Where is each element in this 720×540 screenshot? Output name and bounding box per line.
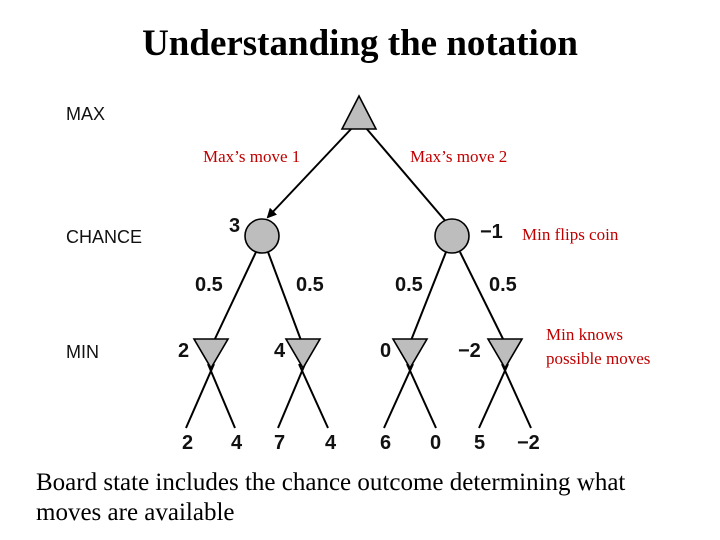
edge-min-leaf xyxy=(207,363,236,429)
min-node xyxy=(284,338,322,370)
leaf-value: −2 xyxy=(517,432,540,454)
annotation-max-move-1: Max’s move 1 xyxy=(203,147,300,166)
min-node xyxy=(192,338,230,370)
leaf-value: 6 xyxy=(380,432,391,454)
annotation-min-flips-coin: Min flips coin xyxy=(522,225,619,244)
leaf-value: 0 xyxy=(430,432,441,454)
edge-min-leaf xyxy=(185,363,215,429)
probability-label: 0.5 xyxy=(195,274,223,296)
slide-caption: Board state includes the chance outcome … xyxy=(36,469,626,526)
min-value: 0 xyxy=(380,340,391,362)
probability-label: 0.5 xyxy=(296,274,324,296)
min-value: 2 xyxy=(178,340,189,362)
chance-node-right xyxy=(434,218,470,254)
edge-min-leaf xyxy=(277,363,306,429)
edge-min-leaf xyxy=(406,363,437,429)
level-label-chance: CHANCE xyxy=(66,227,142,247)
chance-value-left: 3 xyxy=(229,215,240,237)
leaf-value: 7 xyxy=(274,432,285,454)
edge-min-leaf xyxy=(298,363,329,429)
max-node xyxy=(340,94,378,130)
leaf-value: 4 xyxy=(325,432,337,454)
chance-node-left xyxy=(244,218,280,254)
min-value: 4 xyxy=(274,340,286,362)
edge-min-leaf xyxy=(501,363,532,429)
edge-chance-min xyxy=(459,251,506,344)
edge-chance-min xyxy=(267,251,303,344)
level-label-max: MAX xyxy=(66,104,105,124)
leaf-value: 4 xyxy=(231,432,243,454)
annotation-min-knows-line1: Min knows xyxy=(546,325,623,344)
chance-value-right: −1 xyxy=(480,221,503,243)
min-value: −2 xyxy=(458,340,481,362)
min-node xyxy=(486,338,524,370)
edge-chance-min xyxy=(212,251,257,344)
edge-root-chance-left xyxy=(266,127,353,219)
level-label-min: MIN xyxy=(66,342,99,362)
probability-label: 0.5 xyxy=(489,274,517,296)
leaf-value: 5 xyxy=(474,432,485,454)
edge-root-chance-right xyxy=(365,127,449,225)
annotation-min-knows-line2: possible moves xyxy=(546,349,650,368)
leaf-value: 2 xyxy=(182,432,193,454)
page-title: Understanding the notation xyxy=(142,23,578,64)
probability-label: 0.5 xyxy=(395,274,423,296)
annotation-max-move-2: Max’s move 2 xyxy=(410,147,507,166)
edge-min-leaf xyxy=(383,363,414,429)
min-node xyxy=(391,338,429,370)
edge-chance-min xyxy=(409,251,447,344)
edge-min-leaf xyxy=(478,363,509,429)
